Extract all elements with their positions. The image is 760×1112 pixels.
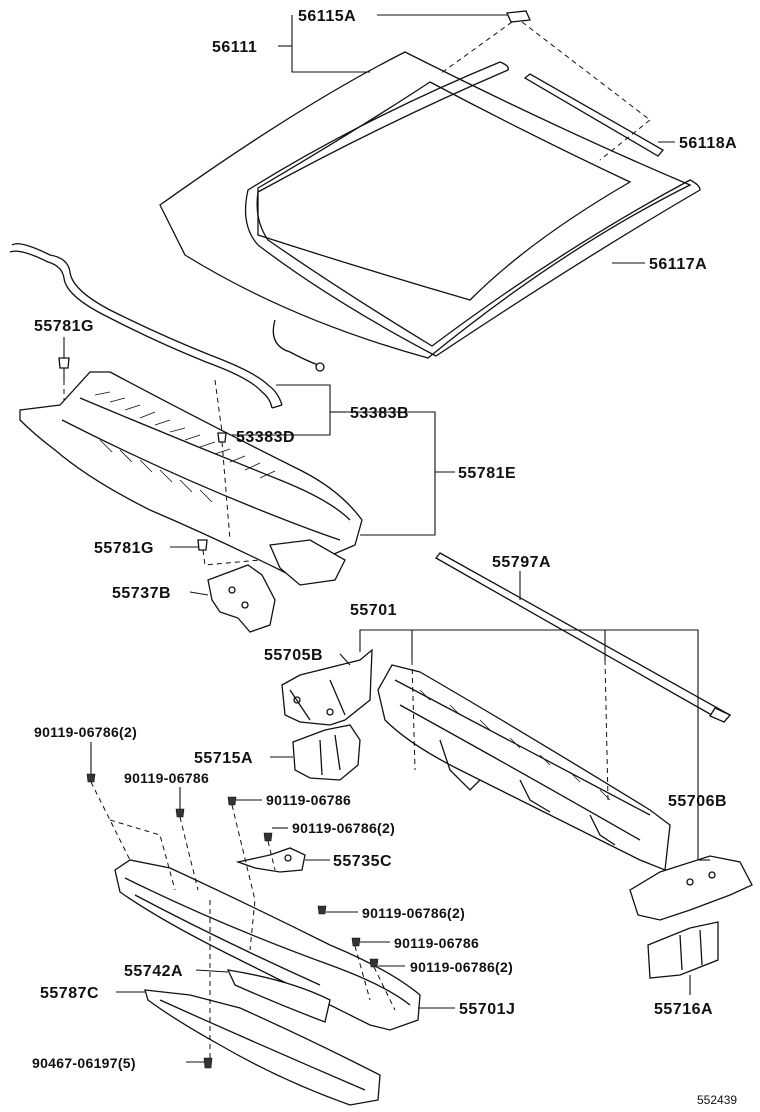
bracket-55706b <box>629 855 753 921</box>
label-56118a: 56118A <box>679 135 737 152</box>
glass-seal-ring <box>244 61 701 357</box>
label-55716a: 55716A <box>654 1001 713 1018</box>
clip-55781g-top <box>58 357 70 380</box>
label-55735c: 55735C <box>333 853 392 870</box>
label-55705b: 55705B <box>264 647 323 664</box>
bracket-55735c <box>235 847 306 873</box>
leader-lines <box>63 14 710 1063</box>
panel-55787c <box>144 989 381 1106</box>
label-55742a: 55742A <box>124 963 183 980</box>
label-53383b: 53383B <box>350 405 409 422</box>
panel-55742a <box>226 969 331 1023</box>
label-55781e: 55781E <box>458 465 516 482</box>
label-55797a: 55797A <box>492 554 551 571</box>
label-90119-06786-b: 90119-06786 <box>266 792 351 808</box>
windshield-glass <box>159 51 692 359</box>
label-55701: 55701 <box>350 602 397 619</box>
cowl-panel-55701 <box>377 664 671 871</box>
molding-strip-top <box>523 73 664 157</box>
clip-55781g-mid <box>197 539 208 551</box>
label-56117a: 56117A <box>649 256 707 273</box>
label-90467-06197-5: 90467-06197(5) <box>32 1055 136 1071</box>
label-90119-06786-2-a: 90119-06786(2) <box>34 724 137 740</box>
seal-55737b <box>207 564 276 633</box>
strip-55797a <box>435 552 732 723</box>
label-53383d: 53383D <box>236 429 295 446</box>
clip-53383d <box>217 432 227 443</box>
bolts <box>86 773 379 1069</box>
label-90119-06786-2-b: 90119-06786(2) <box>292 820 395 836</box>
label-55787c: 55787C <box>40 985 99 1002</box>
bracket-55715a <box>292 724 361 781</box>
label-55781g-top: 55781G <box>34 318 94 335</box>
label-56111: 56111 <box>212 39 257 56</box>
label-55715a: 55715A <box>194 750 253 767</box>
label-56115a: 56115A <box>298 8 356 25</box>
diagram-code: 552439 <box>697 1093 737 1107</box>
bracket-55705b <box>281 648 373 726</box>
label-55737b: 55737B <box>112 585 171 602</box>
label-55701j: 55701J <box>459 1001 515 1018</box>
label-90119-06786-c: 90119-06786 <box>394 935 479 951</box>
label-90119-06786-a: 90119-06786 <box>124 770 209 786</box>
label-55781g-mid: 55781G <box>94 540 154 557</box>
lower-cowl-55701j <box>114 859 421 1031</box>
label-55706b: 55706B <box>668 793 727 810</box>
bracket-55716a <box>647 921 719 979</box>
cowl-top-panel <box>19 371 363 586</box>
clip-56115a <box>506 10 531 23</box>
hood-seal-strip <box>9 243 283 409</box>
label-90119-06786-2-d: 90119-06786(2) <box>410 959 513 975</box>
label-90119-06786-2-c: 90119-06786(2) <box>362 905 465 921</box>
